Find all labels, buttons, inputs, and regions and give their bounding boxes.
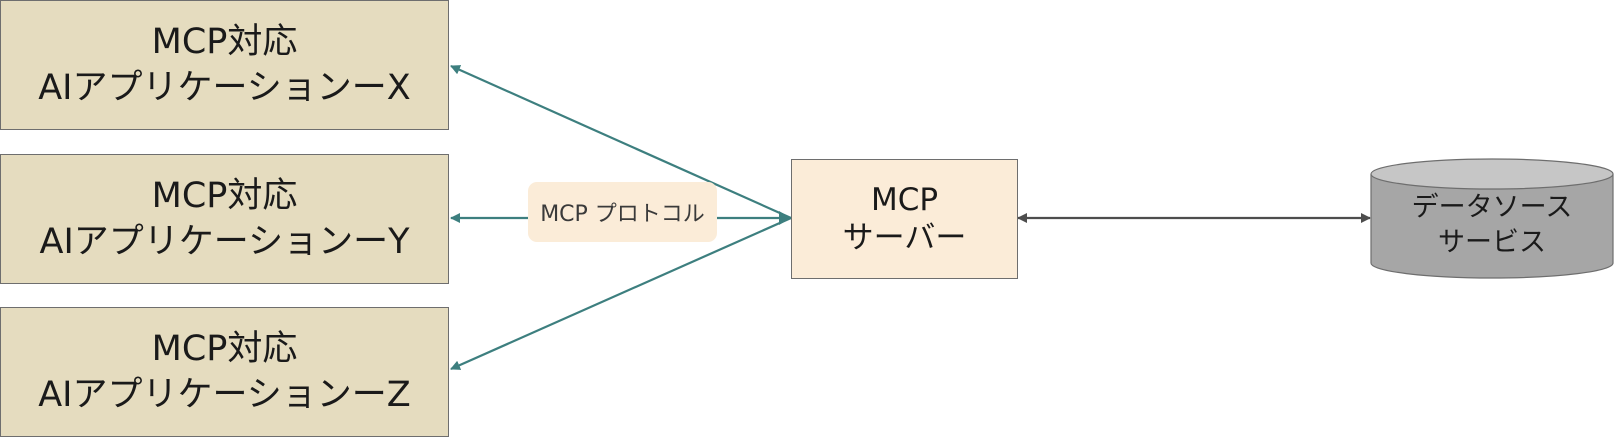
protocol-label: MCP プロトコル	[528, 182, 717, 242]
client-app-y[interactable]: MCP対応 AIアプリケーションーY	[0, 154, 449, 284]
mcp-server-box[interactable]: MCP サーバー	[791, 159, 1018, 279]
client-z-line2: AIアプリケーションーZ	[38, 375, 411, 415]
client-y-line1: MCP対応	[151, 176, 298, 216]
client-app-z[interactable]: MCP対応 AIアプリケーションーZ	[0, 307, 449, 437]
datasource-cylinder	[1370, 158, 1614, 279]
datasource-line2: サービス	[1438, 227, 1546, 258]
client-app-x[interactable]: MCP対応 AIアプリケーションーX	[0, 0, 449, 130]
client-y-line2: AIアプリケーションーY	[39, 222, 410, 262]
arrow-server-to-client-z	[450, 216, 792, 371]
client-x-line1: MCP対応	[151, 22, 298, 62]
protocol-label-text: MCP プロトコル	[540, 202, 705, 227]
server-line1: MCP	[870, 182, 939, 218]
client-x-line2: AIアプリケーションーX	[38, 68, 411, 108]
cylinder-top	[1370, 158, 1614, 190]
datasource-label: データソース サービス	[1371, 190, 1613, 260]
client-z-line1: MCP対応	[151, 329, 298, 369]
datasource-line1: データソース	[1411, 192, 1573, 223]
server-line2: サーバー	[842, 220, 967, 256]
arrow-server-to-client-x	[450, 64, 792, 220]
cylinder-body	[1370, 174, 1614, 279]
server-arrowhead	[779, 211, 791, 225]
